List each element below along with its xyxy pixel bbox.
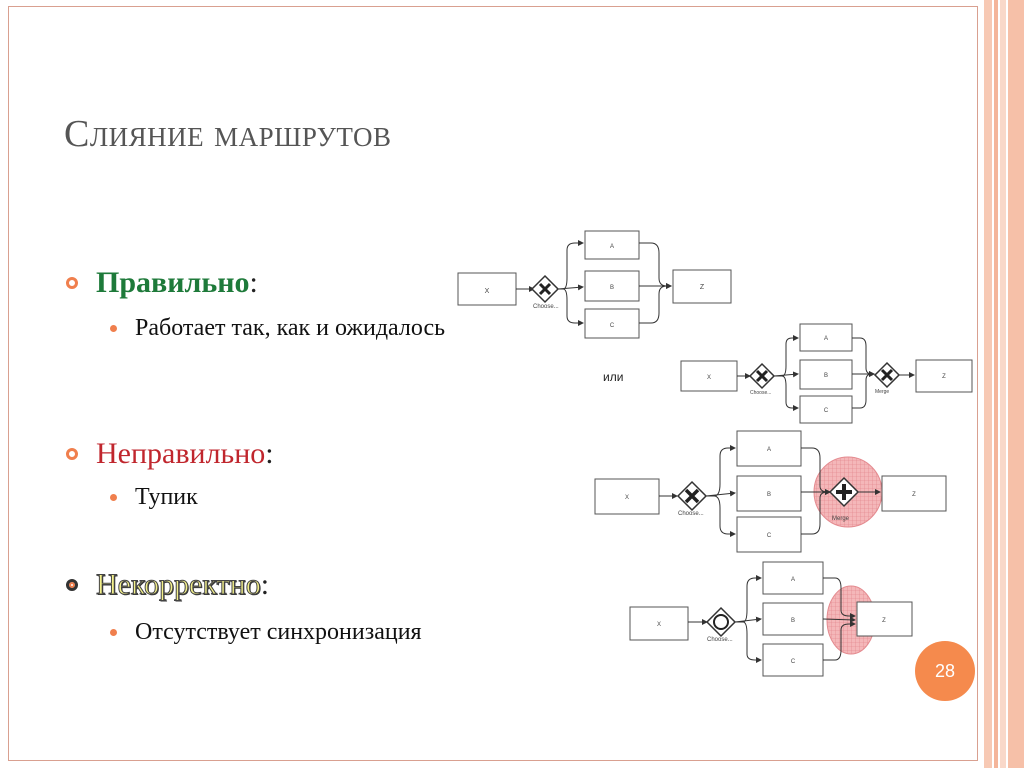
slide-frame	[8, 6, 978, 761]
xor-gateway-icon	[748, 362, 776, 390]
page-number-badge: 28	[915, 641, 975, 701]
merge-label: Merge	[832, 516, 850, 522]
box-b	[736, 475, 802, 512]
dot-bullet-icon	[110, 494, 117, 501]
bullet-incorrect: Некорректно:	[66, 568, 269, 602]
box-a-label: A	[767, 447, 771, 453]
box-x	[629, 606, 689, 641]
box-x	[457, 272, 517, 306]
box-c-label: C	[610, 323, 615, 329]
decor-stripe	[1000, 0, 1006, 768]
choose-label: Choose...	[678, 511, 704, 517]
sub-bullet-wrong: Тупик	[110, 484, 198, 511]
box-a-label: A	[824, 336, 828, 342]
box-z	[881, 475, 947, 512]
diagram-incorrect: X Choose... A B C Z	[629, 561, 913, 677]
heading-wrong: Неправильно	[96, 437, 266, 470]
box-z-label: Z	[882, 618, 886, 624]
heading-incorrect: Некорректно	[96, 568, 262, 602]
box-c	[799, 395, 853, 424]
box-z	[915, 359, 973, 393]
or-gateway-icon	[705, 606, 737, 638]
diagram-wrong: X Choose... A B C Merge Z	[594, 430, 947, 553]
box-z-label: Z	[700, 284, 705, 291]
box-c-label: C	[791, 659, 796, 665]
box-a	[799, 323, 853, 352]
sub-text-incorrect: Отсутствует синхронизация	[135, 619, 422, 645]
ring-bullet-icon	[66, 277, 78, 289]
decor-stripe	[1008, 0, 1024, 768]
slide-title: Слияние маршрутов	[64, 113, 392, 155]
choose-label: Choose...	[750, 390, 771, 396]
merge-label: Merge	[875, 389, 889, 395]
box-a-label: A	[791, 577, 795, 583]
heading-correct: Правильно	[96, 266, 250, 299]
sub-text-wrong: Тупик	[135, 484, 198, 510]
colon: :	[249, 266, 258, 299]
sub-bullet-correct: Работает так, как и ожидалось	[110, 315, 445, 342]
box-z-label: Z	[942, 374, 946, 380]
diagram-correct: X Choose... A B C Z	[457, 230, 732, 339]
box-x-label: X	[707, 375, 711, 381]
choose-label: Choose...	[533, 304, 559, 310]
box-b-label: B	[824, 373, 828, 379]
box-x-label: X	[485, 288, 490, 295]
box-z	[672, 269, 732, 304]
colon: :	[260, 568, 270, 601]
box-b	[762, 602, 824, 636]
ring-bullet-icon	[66, 579, 78, 591]
box-b-label: B	[610, 285, 614, 291]
choose-label: Choose...	[707, 637, 733, 643]
decor-stripe	[984, 0, 992, 768]
xor-gateway-icon	[676, 480, 708, 512]
xor-merge-icon	[873, 361, 901, 389]
or-label: или	[603, 370, 624, 384]
dot-bullet-icon	[110, 325, 117, 332]
box-z-label: Z	[912, 492, 916, 498]
ring-bullet-icon	[66, 448, 78, 460]
box-c	[584, 308, 640, 339]
and-merge-icon	[828, 476, 860, 508]
box-c-label: C	[767, 533, 772, 539]
colon: :	[265, 437, 274, 470]
box-b-label: B	[791, 618, 795, 624]
bullet-correct: Правильно:	[66, 266, 258, 300]
box-a	[736, 430, 802, 467]
box-a-label: A	[610, 244, 614, 250]
box-c-label: C	[824, 408, 829, 414]
decor-stripe	[994, 0, 998, 768]
diagram-correct-alt: X Choose... A B C Merge Z	[680, 323, 973, 424]
xor-gateway-icon	[530, 274, 560, 304]
box-x-label: X	[625, 495, 629, 501]
box-z	[856, 601, 913, 637]
box-a	[762, 561, 824, 595]
box-x	[680, 360, 738, 392]
box-c	[762, 643, 824, 677]
dot-bullet-icon	[110, 629, 117, 636]
sub-text-correct: Работает так, как и ожидалось	[135, 315, 446, 341]
box-b-label: B	[767, 492, 771, 498]
sub-bullet-incorrect: Отсутствует синхронизация	[110, 619, 422, 646]
box-a	[584, 230, 640, 260]
bullet-wrong: Неправильно:	[66, 437, 274, 471]
box-x-label: X	[657, 622, 661, 628]
